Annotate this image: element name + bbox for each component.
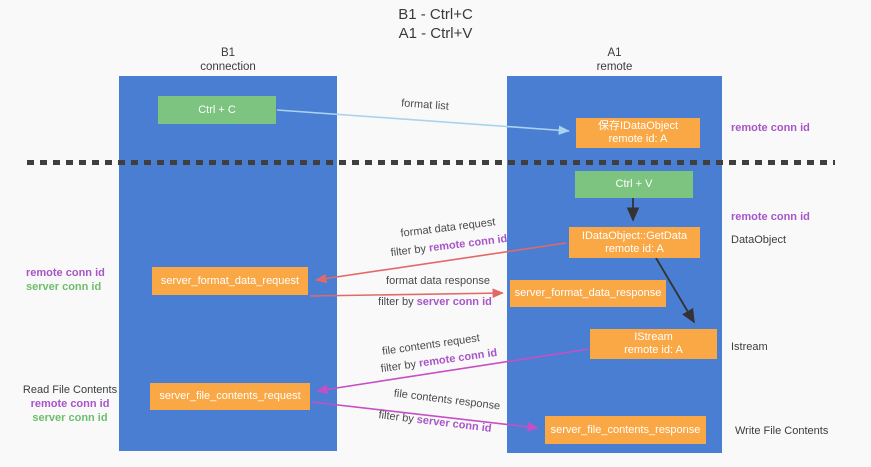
- write-file-contents-label: Write File Contents: [735, 425, 829, 437]
- edge-label-format-data-response: format data response: [386, 275, 490, 287]
- left-bottom-remote-conn-id: remote conn id: [30, 398, 110, 410]
- edge-label-filter-server-1: filter by server conn id: [371, 296, 499, 308]
- node-server-format-data-request-label: server_format_data_request: [160, 274, 300, 287]
- arrow-format-list: [276, 109, 570, 136]
- left-server-conn-id: server conn id: [26, 281, 102, 293]
- arrow-getdata-to-istream: [655, 257, 695, 324]
- node-istream-line2: remote id: A: [624, 344, 683, 356]
- title-line-2: A1 - Ctrl+V: [398, 25, 473, 42]
- left-remote-conn-id: remote conn id: [26, 267, 105, 279]
- server-conn-id-text: server conn id: [416, 296, 492, 308]
- node-server-file-contents-request: server_file_contents_request: [150, 383, 310, 410]
- istream-label: Istream: [731, 341, 768, 353]
- node-server-file-contents-response-label: server_file_contents_response: [550, 423, 701, 436]
- node-ctrl-v-label: Ctrl + V: [615, 178, 653, 190]
- diagram-title: B1 - Ctrl+C A1 - Ctrl+V: [0, 5, 871, 43]
- lane-b1-role: connection: [200, 61, 256, 73]
- node-save-idataobject-line1: 保存IDataObject: [597, 120, 679, 132]
- node-server-format-data-response-label: server_format_data_response: [514, 287, 662, 299]
- node-server-format-data-response: server_format_data_response: [510, 280, 666, 307]
- left-bottom-server-conn-id: server conn id: [32, 412, 108, 424]
- lane-header-b1: B1 connection: [119, 46, 337, 74]
- node-server-file-contents-response: server_file_contents_response: [545, 416, 706, 444]
- node-server-file-contents-request-label: server_file_contents_request: [159, 390, 301, 402]
- lane-b1-name: B1: [220, 47, 236, 59]
- node-idataobject-getdata-line2: remote id: A: [605, 242, 664, 255]
- arrow-file-contents-request: [316, 348, 590, 395]
- arrow-format-data-request: [315, 242, 567, 284]
- lane-a1-name: A1: [607, 47, 622, 59]
- read-file-contents-block: Read File Contents remote conn id server…: [18, 383, 122, 425]
- node-idataobject-getdata: IDataObject::GetData remote id: A: [569, 227, 700, 258]
- node-save-idataobject: 保存IDataObject remote id: A: [576, 118, 700, 148]
- node-ctrl-c: Ctrl + C: [158, 96, 276, 124]
- lane-a1-role: remote: [596, 61, 633, 73]
- node-idataobject-getdata-line1: IDataObject::GetData: [581, 229, 688, 242]
- node-ctrl-c-label: Ctrl + C: [198, 103, 236, 116]
- title-line-1: B1 - Ctrl+C: [398, 6, 473, 23]
- node-save-idataobject-line2: remote id: A: [608, 133, 668, 145]
- arrow-format-data-response: [309, 288, 504, 298]
- node-istream-line1: IStream: [634, 331, 673, 343]
- right-remote-conn-id-2: remote conn id: [731, 211, 810, 223]
- node-server-format-data-request: server_format_data_request: [152, 267, 308, 295]
- dataobject-label: DataObject: [731, 234, 787, 246]
- read-file-contents-label: Read File Contents: [22, 384, 118, 396]
- dashed-separator-line: [27, 160, 835, 165]
- node-ctrl-v: Ctrl + V: [575, 171, 693, 198]
- left-conn-id-labels: remote conn id server conn id: [26, 266, 105, 294]
- right-remote-conn-id-1: remote conn id: [731, 122, 810, 134]
- node-istream: IStream remote id: A: [590, 329, 717, 359]
- filter-by-text: filter by: [378, 296, 417, 308]
- arrow-file-contents-response: [311, 401, 539, 432]
- lane-header-a1: A1 remote: [507, 46, 722, 74]
